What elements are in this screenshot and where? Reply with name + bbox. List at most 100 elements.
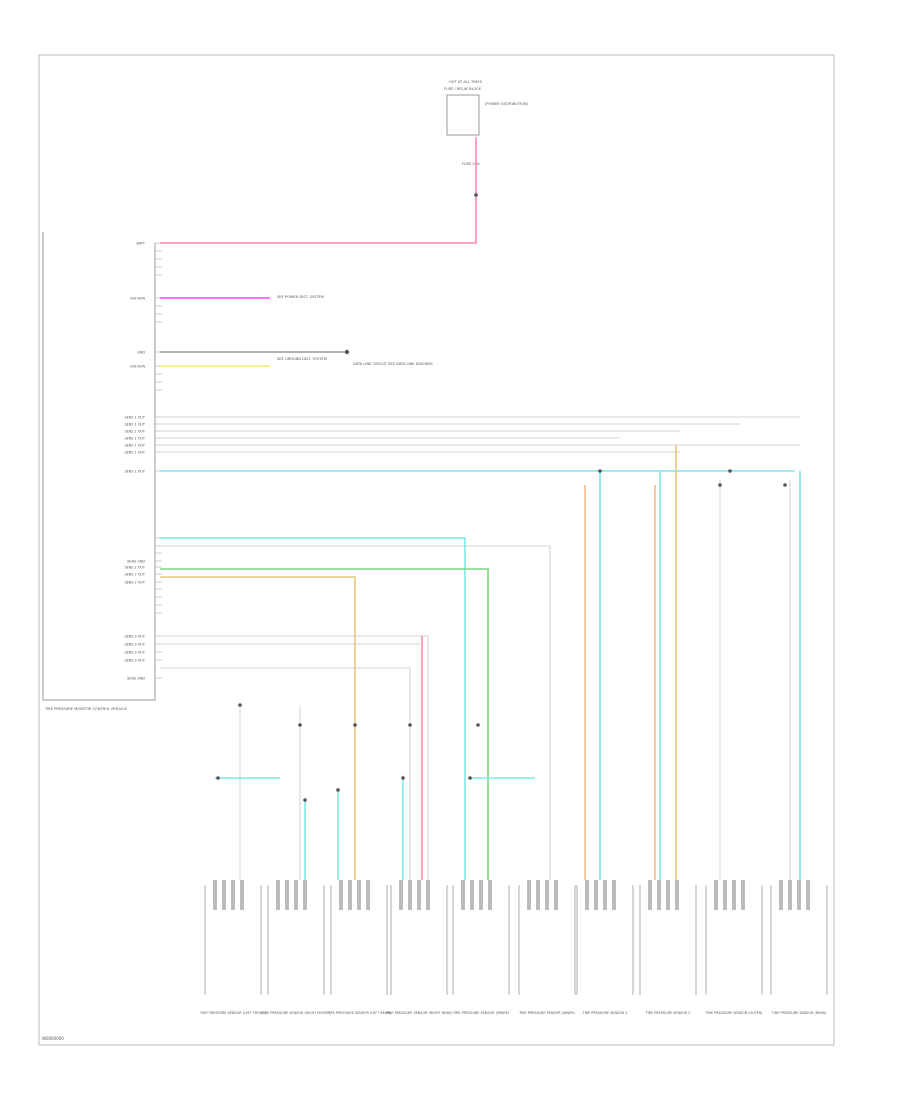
module-pin-label: SENS 2 OUT: [124, 580, 145, 584]
sensor-pin: [732, 880, 736, 910]
sensor-b-3: [160, 667, 411, 880]
sensor-pin: [545, 880, 549, 910]
sensor-pin: [788, 880, 792, 910]
tire-pressure-sensor: TIRE PRESSURE SENSOR (LEFT FRONT): [199, 880, 267, 1015]
sensor-name: TIRE PRESSURE SENSOR 1: [582, 1011, 628, 1015]
tire-pressure-sensor: TIRE PRESSURE SENSOR (SPARE): [452, 880, 510, 1015]
splice-dot: [718, 483, 722, 487]
module-pin-label: SENS 3 OUT: [124, 634, 145, 638]
sensor-pin: [603, 880, 607, 910]
fuse-block-title: HOT AT ALL TIMES: [449, 80, 483, 84]
splice-dot: [216, 776, 220, 780]
sensor-pin: [806, 880, 810, 910]
sensor-pin: [339, 880, 343, 910]
module-pin-label: SENS GND: [127, 559, 145, 563]
module-pin-label: SENS 2 OUT: [124, 572, 145, 576]
sensor-a-2: [160, 545, 551, 880]
pin-labels: BATT IGN RUN GND IGN RUN SENS 1 OUT SENS 1 OU…: [124, 241, 162, 680]
splice-dot: [783, 483, 787, 487]
module-pin-label: SENS 1 OUT: [124, 429, 145, 433]
sensor-pin: [527, 880, 531, 910]
splice-dot: [336, 788, 340, 792]
splice-dot: [476, 723, 480, 727]
module-pin-label: SENS 1 OUT: [124, 415, 145, 419]
module-pin-label: SENS 2 OUT: [124, 565, 145, 569]
sensor-a-3: [160, 568, 489, 880]
splice-dot: [728, 469, 732, 473]
sensor-pin: [657, 880, 661, 910]
tire-pressure-sensor: TIRE PRESSURE SENSOR (LEFT REAR): [326, 880, 391, 1015]
sensor-connector-body: [204, 885, 262, 995]
fuse-block: HOT AT ALL TIMES FUSE / RELAY BLOCK (POW…: [444, 80, 529, 166]
power-wire: [160, 137, 477, 244]
sensor-pin: [470, 880, 474, 910]
ground-note: SEE GROUND DIST. SYSTEM: [277, 357, 327, 361]
module-pin-label: IGN RUN: [130, 364, 145, 368]
tire-pressure-sensor: TIRE PRESSURE SENSOR 2: [639, 880, 697, 1015]
tire-pressure-sensor: TIRE PRESSURE SENSOR (REAR): [770, 880, 828, 1015]
module-pin-label: IGN RUN: [130, 296, 145, 300]
tire-pressure-sensor: TIRE PRESSURE SENSOR 1: [576, 880, 634, 1015]
fuse-block-box: [446, 94, 480, 136]
splice-dot: [408, 723, 412, 727]
sensor-connector-body: [518, 885, 576, 995]
sensor-pin: [797, 880, 801, 910]
sensor-pin: [585, 880, 589, 910]
tire-pressure-sensor: TIRE PRESSURE SENSOR (RIGHT FRONT): [261, 880, 331, 1015]
module-pin-label: SENS 1 OUT: [124, 422, 145, 426]
fuse-label: FUSE 20A: [462, 162, 480, 166]
sensor-b-1: [160, 635, 429, 880]
module-pin-label: SENS 1 OUT: [124, 436, 145, 440]
sensor-pin: [594, 880, 598, 910]
sensor-pin: [285, 880, 289, 910]
sensor-name: TIRE PRESSURE SENSOR (LEFT REAR): [326, 1011, 391, 1015]
module-pin-label: SENS 3 OUT: [124, 650, 145, 654]
sensor-name: TIRE PRESSURE SENSOR (SPARE): [452, 1011, 510, 1015]
tire-pressure-sensor: TIRE PRESSURE SENSOR (OUTER): [704, 880, 763, 1015]
module-pin-label: SENS 3 OUT: [124, 658, 145, 662]
splice-dot: [598, 469, 602, 473]
sensor-pin: [240, 880, 244, 910]
module-pin-label: BATT: [137, 241, 146, 245]
sensor-pin: [779, 880, 783, 910]
sensor-name: TIRE PRESSURE SENSOR 2: [645, 1011, 691, 1015]
sensor-pin: [231, 880, 235, 910]
sensor-name: TIRE PRESSURE SENSOR (RIGHT FRONT): [261, 1011, 331, 1015]
sensor-pin: [276, 880, 280, 910]
sensor-connector-body: [576, 885, 634, 995]
tire-pressure-sensor: TIRE PRESSURE SENSOR (RIGHT REAR): [385, 880, 453, 1015]
module-pin-label: SENS 1 OUT: [124, 450, 145, 454]
sensor-connector-body: [705, 885, 763, 995]
sensor-pin: [408, 880, 412, 910]
splice-dot: [303, 798, 307, 802]
sensor-connector-body: [452, 885, 510, 995]
sensor-pin: [488, 880, 492, 910]
sensor-pin: [399, 880, 403, 910]
module-pin-label: GND: [137, 350, 145, 354]
diagram-frame: [38, 54, 835, 1046]
fuse-block-subtitle: FUSE / RELAY BLOCK: [444, 87, 482, 91]
sensor-pin: [666, 880, 670, 910]
sensor-name: TIRE PRESSURE SENSOR (REAR): [771, 1011, 827, 1015]
sensor-connector-body: [330, 885, 388, 995]
sensor-a-4: [160, 576, 356, 880]
sensor-pin: [554, 880, 558, 910]
sensor-pin: [461, 880, 465, 910]
sensor-pin: [648, 880, 652, 910]
splice-dot: [468, 776, 472, 780]
splice-dot: [238, 703, 242, 707]
sensor-pin: [348, 880, 352, 910]
splice-dot: [353, 723, 357, 727]
sensor-name: TIRE PRESSURE SENSOR (RIGHT REAR): [385, 1011, 453, 1015]
wires: [160, 137, 801, 880]
module-pin-label: SENS 1 OUT: [124, 443, 145, 447]
sensor-connector-body: [770, 885, 828, 995]
can-note: DATA LINK CIRCUIT SEE DATA LINK DIAGRAM: [353, 362, 433, 366]
sensor-name: TIRE PRESSURE SENSOR (OUTER): [704, 1011, 763, 1015]
sensor-a-1: [160, 537, 466, 880]
sensor-pin: [213, 880, 217, 910]
ground-point: [344, 349, 350, 355]
sensor-pin: [612, 880, 616, 910]
